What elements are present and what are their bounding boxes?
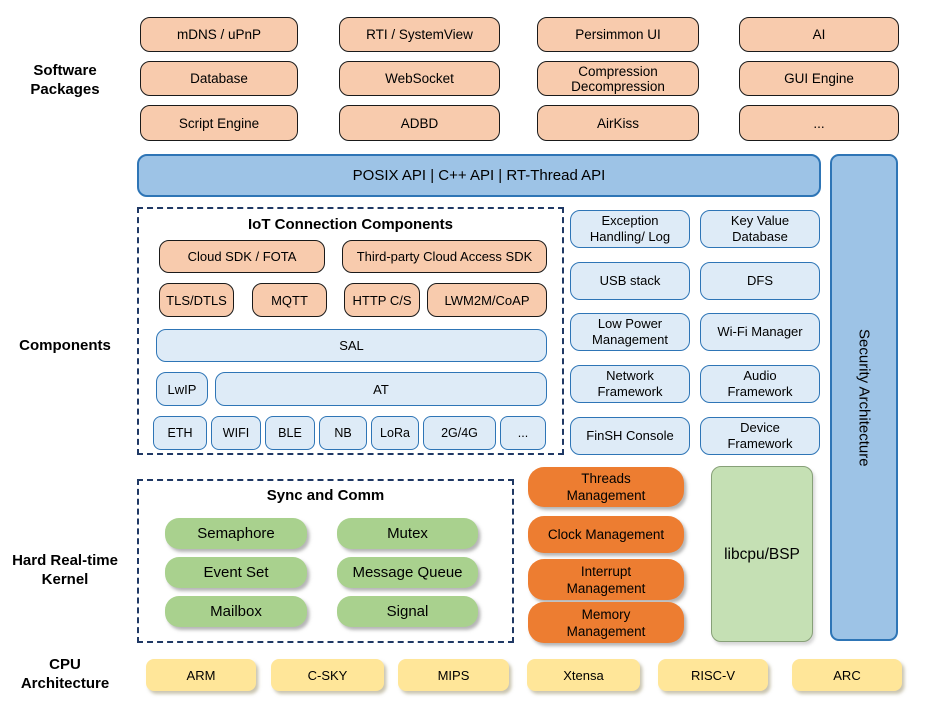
- package-script-engine: Script Engine: [140, 105, 298, 141]
- kernel-mutex-box: Mutex: [337, 518, 478, 549]
- interrupt-management-box: Interrupt Management: [528, 559, 684, 600]
- link-2g4g-box: 2G/4G: [423, 416, 496, 450]
- service-device-framework: Device Framework: [700, 417, 820, 455]
- kernel-event-set-box: Event Set: [165, 557, 307, 588]
- third-party-cloud-sdk-box: Third-party Cloud Access SDK: [342, 240, 547, 273]
- package-persimmon-ui: Persimmon UI: [537, 17, 699, 52]
- cpu-xtensa-box: Xtensa: [527, 659, 640, 691]
- memory-management-box: Memory Management: [528, 602, 684, 643]
- kernel-mailbox-box: Mailbox: [165, 596, 307, 627]
- package-more: ...: [739, 105, 899, 141]
- label-line: Software: [33, 62, 97, 79]
- label-line: Components: [19, 337, 111, 354]
- service-wifi-manager: Wi-Fi Manager: [700, 313, 820, 351]
- cpu-c-sky-box: C-SKY: [271, 659, 384, 691]
- libcpu-bsp-box: libcpu/BSP: [711, 466, 813, 642]
- threads-management-box: Threads Management: [528, 467, 684, 507]
- service-network-framework: Network Framework: [570, 365, 690, 403]
- service-exception-handling-log: Exception Handling/ Log: [570, 210, 690, 248]
- sync-and-comm-box: [137, 479, 514, 643]
- service-key-value-database: Key Value Database: [700, 210, 820, 248]
- label-components: Components: [0, 336, 130, 355]
- posix-api-bar: POSIX API | C++ API | RT-Thread API: [137, 154, 821, 197]
- service-low-power-management: Low Power Management: [570, 313, 690, 351]
- service-audio-framework: Audio Framework: [700, 365, 820, 403]
- package-adbd: ADBD: [339, 105, 500, 141]
- package-gui-engine: GUI Engine: [739, 61, 899, 96]
- cpu-risc-v-box: RISC-V: [658, 659, 768, 691]
- link-more-box: ...: [500, 416, 546, 450]
- cpu-mips-box: MIPS: [398, 659, 509, 691]
- label-line: Packages: [30, 81, 100, 98]
- label-cpu-architecture: CPU Architecture: [0, 655, 130, 693]
- package-database: Database: [140, 61, 298, 96]
- label-line: Kernel: [41, 571, 89, 588]
- iot-connection-components-title: IoT Connection Components: [248, 216, 453, 233]
- iot-connection-components-box: [137, 207, 564, 455]
- package-websocket: WebSocket: [339, 61, 500, 96]
- cpu-arm-box: ARM: [146, 659, 256, 691]
- service-finsh-console: FinSH Console: [570, 417, 690, 455]
- label-line: Hard Real-time: [12, 552, 118, 569]
- cpu-arc-box: ARC: [792, 659, 902, 691]
- kernel-semaphore-box: Semaphore: [165, 518, 307, 549]
- http-cs-box: HTTP C/S: [344, 283, 420, 317]
- link-ble-box: BLE: [265, 416, 315, 450]
- link-lora-box: LoRa: [371, 416, 419, 450]
- package-compression-decompression: Compression Decompression: [537, 61, 699, 96]
- sync-and-comm-title: Sync and Comm: [266, 487, 385, 504]
- security-architecture-bar: Security Architecture: [830, 154, 898, 641]
- label-line: Architecture: [20, 675, 110, 692]
- cloud-sdk-fota-box: Cloud SDK / FOTA: [159, 240, 325, 273]
- tls-dtls-box: TLS/DTLS: [159, 283, 234, 317]
- package-ai: AI: [739, 17, 899, 52]
- sal-box: SAL: [156, 329, 547, 362]
- clock-management-box: Clock Management: [528, 516, 684, 553]
- package-mdns-upnp: mDNS / uPnP: [140, 17, 298, 52]
- lwip-box: LwIP: [156, 372, 208, 406]
- service-dfs: DFS: [700, 262, 820, 300]
- link-nb-box: NB: [319, 416, 367, 450]
- kernel-signal-box: Signal: [337, 596, 478, 627]
- kernel-message-queue-box: Message Queue: [337, 557, 478, 588]
- link-eth-box: ETH: [153, 416, 207, 450]
- label-line: CPU: [49, 656, 81, 673]
- at-box: AT: [215, 372, 547, 406]
- mqtt-box: MQTT: [252, 283, 327, 317]
- lwm2m-coap-box: LWM2M/CoAP: [427, 283, 547, 317]
- package-rti-systemview: RTI / SystemView: [339, 17, 500, 52]
- link-wifi-box: WIFI: [211, 416, 261, 450]
- package-airkiss: AirKiss: [537, 105, 699, 141]
- service-usb-stack: USB stack: [570, 262, 690, 300]
